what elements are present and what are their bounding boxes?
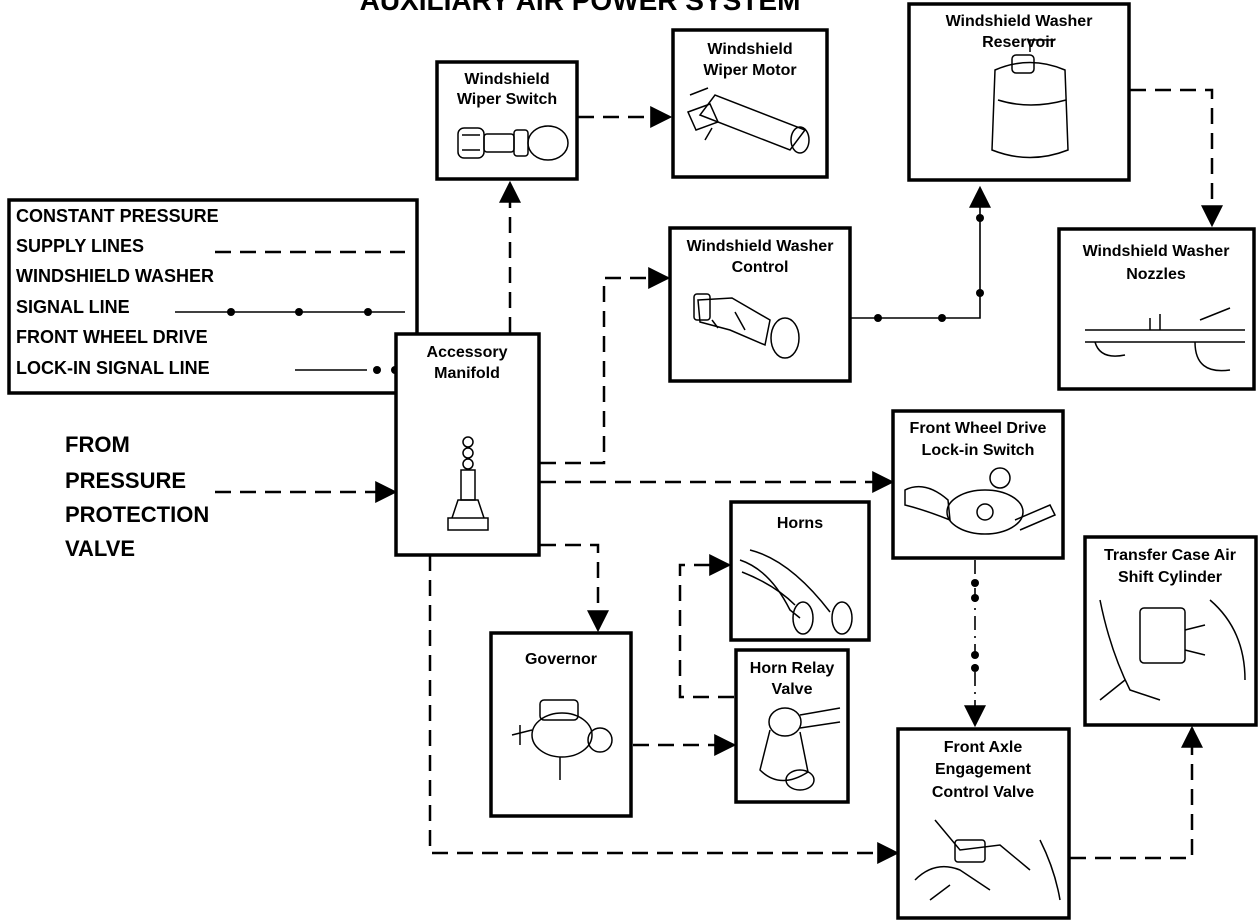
- wiper-switch-icon: [457, 125, 569, 161]
- legend-fwd-dot: [373, 366, 381, 374]
- fwd-signal-dot: [971, 651, 979, 659]
- washer-nozzles-box: [1057, 227, 1256, 391]
- accessory-manifold-icon: [447, 436, 489, 531]
- transfer-case-label-2: Shift Cylinder: [1118, 569, 1222, 586]
- wiper-motor-icon: [686, 87, 810, 154]
- component-front-axle-valve: Front Axle Engagement Control Valve: [896, 727, 1071, 920]
- line-manifold-to-washer-control: [540, 267, 671, 465]
- fwd-lockin-switch-label-1: Front Wheel Drive: [910, 420, 1047, 437]
- legend-constant-line2: SUPPLY LINES: [16, 236, 144, 256]
- line-manifold-to-front-axle: [428, 555, 900, 864]
- source-line4: VALVE: [65, 536, 135, 561]
- wiper-switch-label-1: Windshield: [464, 71, 549, 88]
- front-axle-valve-label-2: Engagement: [935, 761, 1032, 778]
- horns-icon: [739, 549, 853, 635]
- source-line2: PRESSURE: [65, 468, 186, 493]
- washer-reservoir-icon: [991, 39, 1069, 159]
- component-washer-control: Windshield Washer Control: [668, 226, 852, 383]
- washer-reservoir-box: [907, 2, 1131, 182]
- transfer-case-icon: [1099, 599, 1246, 701]
- washer-nozzles-label-2: Nozzles: [1126, 266, 1186, 283]
- component-horn-relay-valve: Horn Relay Valve: [734, 648, 850, 804]
- line-reservoir-to-nozzles: [1130, 88, 1223, 228]
- washer-control-icon: [693, 293, 800, 359]
- legend-washer-dot: [227, 308, 235, 316]
- horn-relay-valve-box: [734, 648, 850, 804]
- horns-box: [729, 500, 871, 642]
- front-axle-valve-box: [896, 727, 1071, 920]
- signal-dot: [976, 214, 984, 222]
- component-fwd-lockin-switch: Front Wheel Drive Lock-in Switch: [891, 409, 1065, 560]
- legend-washer-line1: WINDSHIELD WASHER: [16, 266, 214, 286]
- source-line3: PROTECTION: [65, 502, 209, 527]
- horn-relay-valve-label-2: Valve: [772, 681, 813, 698]
- wiper-motor-label-1: Windshield: [707, 41, 792, 58]
- accessory-manifold-label-2: Manifold: [434, 365, 500, 382]
- line-washer-control-to-reservoir: [850, 185, 991, 319]
- governor-label: Governor: [525, 651, 597, 668]
- legend-constant-line1: CONSTANT PRESSURE: [16, 206, 219, 226]
- front-axle-valve-icon: [914, 819, 1061, 901]
- washer-reservoir-label-1: Windshield Washer: [946, 13, 1093, 30]
- horn-relay-valve-icon: [759, 707, 841, 791]
- component-wiper-switch: Windshield Wiper Switch: [435, 60, 579, 181]
- legend-fwd-line2: LOCK-IN SIGNAL LINE: [16, 358, 210, 378]
- washer-nozzles-label-1: Windshield Washer: [1083, 243, 1230, 260]
- component-horns: Horns: [729, 500, 871, 642]
- washer-control-label-2: Control: [732, 259, 789, 276]
- component-washer-nozzles: Windshield Washer Nozzles: [1057, 227, 1256, 391]
- legend-washer-dot: [295, 308, 303, 316]
- line-manifold-to-governor: [540, 543, 609, 633]
- component-accessory-manifold: Accessory Manifold: [394, 332, 541, 557]
- fwd-lockin-switch-icon: [904, 467, 1057, 535]
- fwd-signal-dot: [971, 594, 979, 602]
- component-washer-reservoir: Windshield Washer Reservoir: [907, 2, 1131, 182]
- accessory-manifold-label-1: Accessory: [427, 344, 508, 361]
- component-wiper-motor: Windshield Wiper Motor: [671, 28, 829, 179]
- governor-box: [489, 631, 633, 818]
- signal-dot: [976, 289, 984, 297]
- wiper-switch-label-2: Wiper Switch: [457, 91, 557, 108]
- fwd-signal-dot: [971, 579, 979, 587]
- transfer-case-label-1: Transfer Case Air: [1104, 547, 1236, 564]
- legend-washer-line2: SIGNAL LINE: [16, 297, 130, 317]
- line-horn-relay-to-horns: [678, 554, 734, 699]
- washer-nozzles-icon: [1085, 307, 1245, 372]
- component-transfer-case: Transfer Case Air Shift Cylinder: [1083, 535, 1258, 727]
- signal-dot: [938, 314, 946, 322]
- source-label: FROM PRESSURE PROTECTION VALVE: [65, 432, 209, 561]
- front-axle-valve-label-3: Control Valve: [932, 784, 1034, 801]
- signal-dot: [874, 314, 882, 322]
- transfer-case-box: [1083, 535, 1258, 727]
- washer-control-box: [668, 226, 852, 383]
- governor-icon: [511, 699, 613, 780]
- diagram-title: AUXILIARY AIR POWER SYSTEM: [360, 0, 801, 16]
- horn-relay-valve-label-1: Horn Relay: [750, 660, 835, 677]
- legend-washer-dot: [364, 308, 372, 316]
- wiper-motor-label-2: Wiper Motor: [703, 62, 796, 79]
- component-governor: Governor: [489, 631, 633, 818]
- horns-label: Horns: [777, 515, 823, 532]
- legend: CONSTANT PRESSURE SUPPLY LINES WINDSHIEL…: [7, 198, 419, 395]
- fwd-lockin-switch-label-2: Lock-in Switch: [922, 442, 1035, 459]
- legend-box: [7, 198, 419, 395]
- fwd-signal-dot: [971, 664, 979, 672]
- legend-fwd-line1: FRONT WHEEL DRIVE: [16, 327, 208, 347]
- washer-control-label-1: Windshield Washer: [687, 238, 834, 255]
- line-front-axle-to-transfer-case: [1070, 725, 1203, 860]
- front-axle-valve-label-1: Front Axle: [944, 739, 1023, 756]
- source-line1: FROM: [65, 432, 130, 457]
- washer-reservoir-label-2: Reservoir: [982, 34, 1056, 51]
